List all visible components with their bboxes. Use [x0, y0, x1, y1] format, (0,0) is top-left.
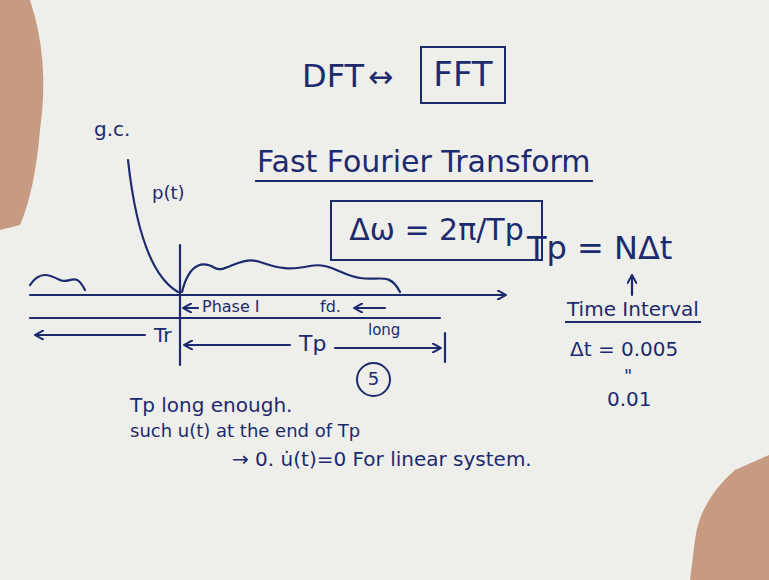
time-axis — [30, 294, 505, 296]
boxed-term: FFT — [420, 46, 506, 104]
node-text: FFT — [433, 55, 492, 94]
note-text: such u(t) at the end of Tp — [128, 421, 362, 442]
tr-arrow — [36, 334, 145, 336]
note-text: long — [366, 322, 402, 339]
decay-curve — [128, 160, 178, 292]
node-text: Δω = 2π/Tp — [349, 213, 523, 248]
note-text: Fast Fourier Transform — [255, 145, 593, 182]
note-text: 0.01 — [605, 388, 654, 411]
note-text: Tr — [152, 324, 174, 347]
tp-arrow-right — [335, 347, 440, 349]
pointer-arrow — [631, 276, 633, 295]
hand — [0, 0, 43, 230]
circled-number: 5 — [356, 362, 391, 397]
note-text: Tp long enough. — [128, 394, 294, 417]
hand — [690, 455, 769, 580]
note-text: Δt = 0.005 — [568, 338, 680, 361]
note-text: p(t) — [150, 183, 187, 204]
note-text: " — [622, 366, 634, 387]
origin-line — [179, 245, 181, 365]
tp-arrow-left — [185, 344, 290, 346]
phase-arrow — [184, 307, 198, 309]
note-text: → 0. u̇(t)=0 For linear system. — [230, 448, 534, 471]
note-text: Phase I — [200, 298, 262, 316]
node-text: 5 — [368, 369, 379, 390]
note-text: Tp = NΔt — [525, 230, 674, 267]
previous-curve — [30, 275, 85, 290]
note-text: g.c. — [92, 118, 132, 141]
note-text: Time Interval — [565, 298, 701, 323]
lower-line — [30, 317, 440, 319]
note-text: ↔ — [366, 60, 395, 95]
note-text: Tp — [297, 331, 328, 356]
fd-arrow — [355, 307, 385, 309]
note-text: fd. — [318, 298, 343, 316]
boxed-term: Δω = 2π/Tp — [330, 200, 543, 261]
note-text: DFT — [300, 58, 366, 95]
end-tick — [444, 333, 446, 362]
response-curve — [182, 260, 400, 292]
